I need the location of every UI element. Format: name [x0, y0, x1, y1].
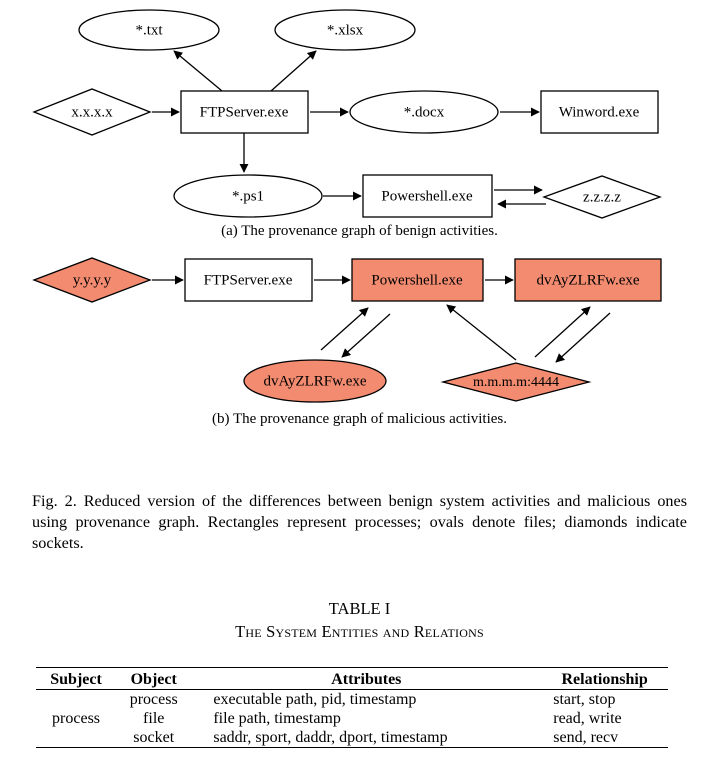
label-yyyy: y.y.y.y: [73, 272, 112, 288]
node-powershell-b-process: [351, 258, 484, 302]
edge-powershell-dvfile: [341, 313, 391, 358]
table-row: file file path, timestamp read, write: [36, 709, 668, 728]
label-ftpserver-a: FTPServer.exe: [200, 104, 289, 120]
edge-dvfile-powershell: [320, 307, 369, 351]
figure-caption: Fig. 2. Reduced version of the differenc…: [32, 492, 687, 552]
table-number: TABLE I: [328, 599, 391, 618]
provenance-graphs: *.txt *.xlsx x.x.x.x FTPServer.exe *.doc…: [32, 9, 662, 403]
cell-attributes: file path, timestamp: [213, 710, 341, 727]
label-txt: *.txt: [135, 22, 163, 38]
label-mmmm: m.m.m.m:4444: [473, 375, 559, 390]
cell-subject: process: [52, 710, 101, 727]
node-powershell-process: [362, 174, 493, 218]
label-powershell-b: Powershell.exe: [371, 272, 463, 288]
table-row: socket saddr, sport, daddr, dport, times…: [36, 728, 668, 748]
caption-benign: (a) The provenance graph of benign activ…: [221, 223, 498, 239]
cell-relationship: read, write: [553, 710, 622, 727]
label-xxxx: x.x.x.x: [71, 104, 113, 120]
caption-malicious: (b) The provenance graph of malicious ac…: [211, 411, 508, 427]
cell-attributes: saddr, sport, daddr, dport, timestamp: [213, 729, 448, 746]
entities-table: Subject Object Attributes Relationship p…: [36, 667, 668, 748]
label-zzzz: z.z.z.z: [583, 189, 621, 205]
node-xlsx-file: [274, 9, 416, 51]
header-subject: Subject: [50, 671, 102, 688]
benign-graph: [32, 9, 662, 219]
table-row: process process executable path, pid, ti…: [36, 690, 668, 727]
cell-relationship: start, stop: [553, 691, 616, 708]
edge-dvproc-mmmm: [555, 312, 611, 363]
node-yyyy-socket: [32, 257, 152, 303]
table-header-row: Subject Object Attributes Relationship: [36, 667, 668, 690]
node-docx-file: [349, 90, 499, 134]
node-zzzz-socket: [542, 175, 662, 219]
header-attributes: Attributes: [331, 671, 402, 688]
label-xlsx: *.xlsx: [327, 22, 364, 38]
edge-mmmm-powershell: [446, 304, 517, 361]
node-txt-file: [78, 9, 220, 51]
header-object: Object: [130, 671, 177, 688]
edge-ftp-xlsx: [270, 50, 317, 92]
node-ftpserver-process: [180, 90, 309, 134]
node-mmmm-socket: [440, 362, 592, 402]
edge-mmmm-dvproc: [534, 306, 591, 358]
label-ftpserver-b: FTPServer.exe: [204, 272, 293, 288]
cell-relationship: send, recv: [553, 729, 619, 746]
table-title: The System Entities and Relations: [235, 622, 484, 641]
node-ps1-file: [173, 174, 323, 218]
node-dvfile-file: [243, 359, 387, 403]
cell-attributes: executable path, pid, timestamp: [213, 691, 417, 708]
label-winword: Winword.exe: [559, 104, 640, 120]
edge-ftp-txt: [173, 50, 223, 92]
malicious-graph: [32, 257, 662, 403]
node-winword-process: [540, 90, 659, 134]
cell-object: socket: [133, 729, 175, 746]
cell-object: process: [129, 691, 178, 708]
label-dvfile: dvAyZLRFw.exe: [263, 373, 366, 389]
label-ps1: *.ps1: [232, 188, 264, 204]
label-docx: *.docx: [404, 104, 445, 120]
label-powershell-a: Powershell.exe: [381, 188, 473, 204]
node-xxxx-socket: [32, 88, 152, 136]
node-dvprocess-process: [514, 258, 662, 302]
label-dvprocess: dvAyZLRFw.exe: [536, 272, 639, 288]
header-relationship: Relationship: [561, 671, 648, 688]
cell-object: file: [143, 710, 165, 727]
node-ftpserver-b-process: [184, 258, 313, 302]
